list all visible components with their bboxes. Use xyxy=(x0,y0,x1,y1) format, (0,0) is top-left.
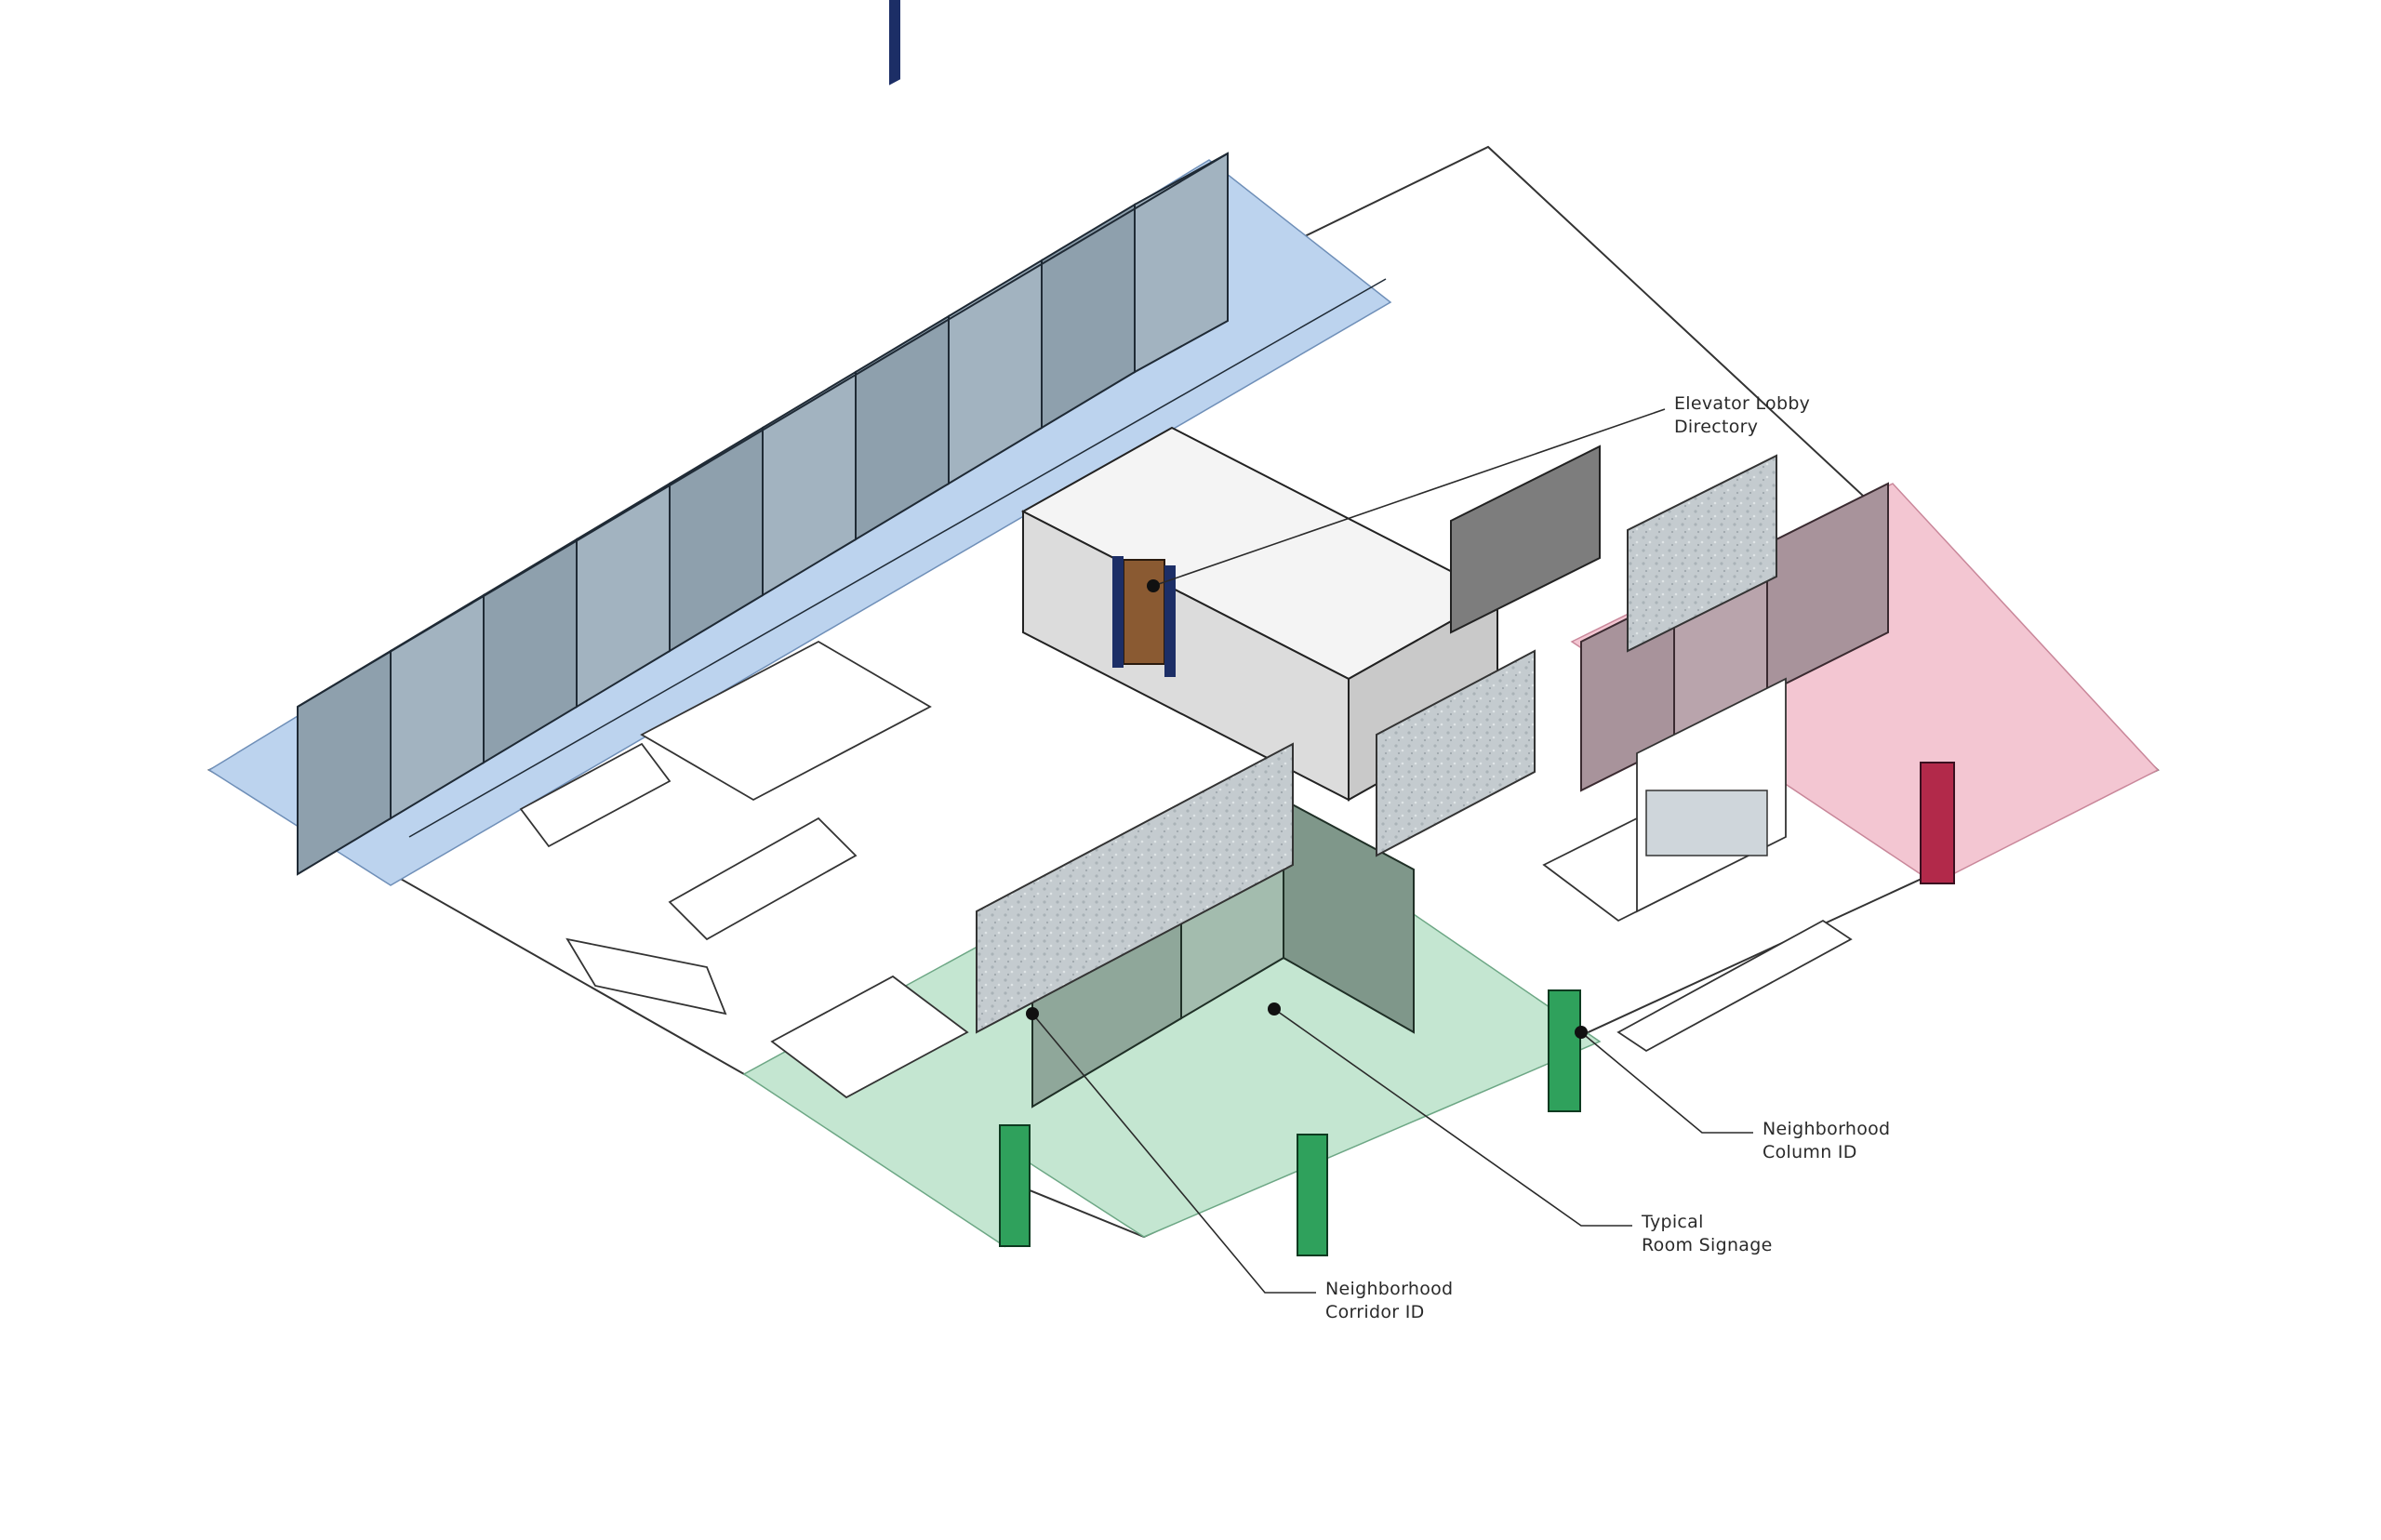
leader-column-id xyxy=(1580,1031,1753,1134)
terrazzo-walls xyxy=(976,454,1777,1034)
leader-room-signage xyxy=(1273,1008,1632,1227)
callout-typical-room-signage: Typical Room Signage xyxy=(1642,1211,1773,1257)
signage-dots xyxy=(1026,579,1588,1039)
callout-line: Elevator Lobby xyxy=(1674,393,1811,414)
callout-line: Typical xyxy=(1642,1212,1704,1232)
callout-line: Neighborhood xyxy=(1325,1279,1454,1299)
blue-zone-offices xyxy=(297,152,1387,876)
central-core xyxy=(1020,426,1601,802)
callout-line: Neighborhood xyxy=(1762,1119,1891,1139)
wood-door xyxy=(1123,559,1165,665)
callout-line: Corridor ID xyxy=(1325,1302,1425,1322)
callout-neighborhood-column-id: Neighborhood Column ID xyxy=(1762,1118,1890,1164)
navy-door-jamb-right xyxy=(1164,565,1176,677)
red-column xyxy=(1920,762,1955,884)
callout-neighborhood-corridor-id: Neighborhood Corridor ID xyxy=(1325,1278,1453,1324)
navy-panel xyxy=(889,0,900,86)
callout-elevator-lobby-directory: Elevator Lobby Directory xyxy=(1674,392,1810,439)
navy-door-jamb-left xyxy=(1112,556,1124,668)
callout-line: Room Signage xyxy=(1642,1235,1773,1255)
open-workstations-left xyxy=(519,640,969,1099)
callout-line: Column ID xyxy=(1762,1142,1857,1162)
leader-lines xyxy=(1031,408,1753,1294)
green-column-2 xyxy=(1297,1134,1328,1256)
glass-storage xyxy=(1645,790,1768,856)
leader-corridor-id xyxy=(1031,1013,1316,1294)
leader-elevator-directory xyxy=(1152,408,1666,587)
green-column-3 xyxy=(1548,989,1581,1112)
green-column-1 xyxy=(999,1124,1031,1247)
callout-line: Directory xyxy=(1674,417,1759,437)
